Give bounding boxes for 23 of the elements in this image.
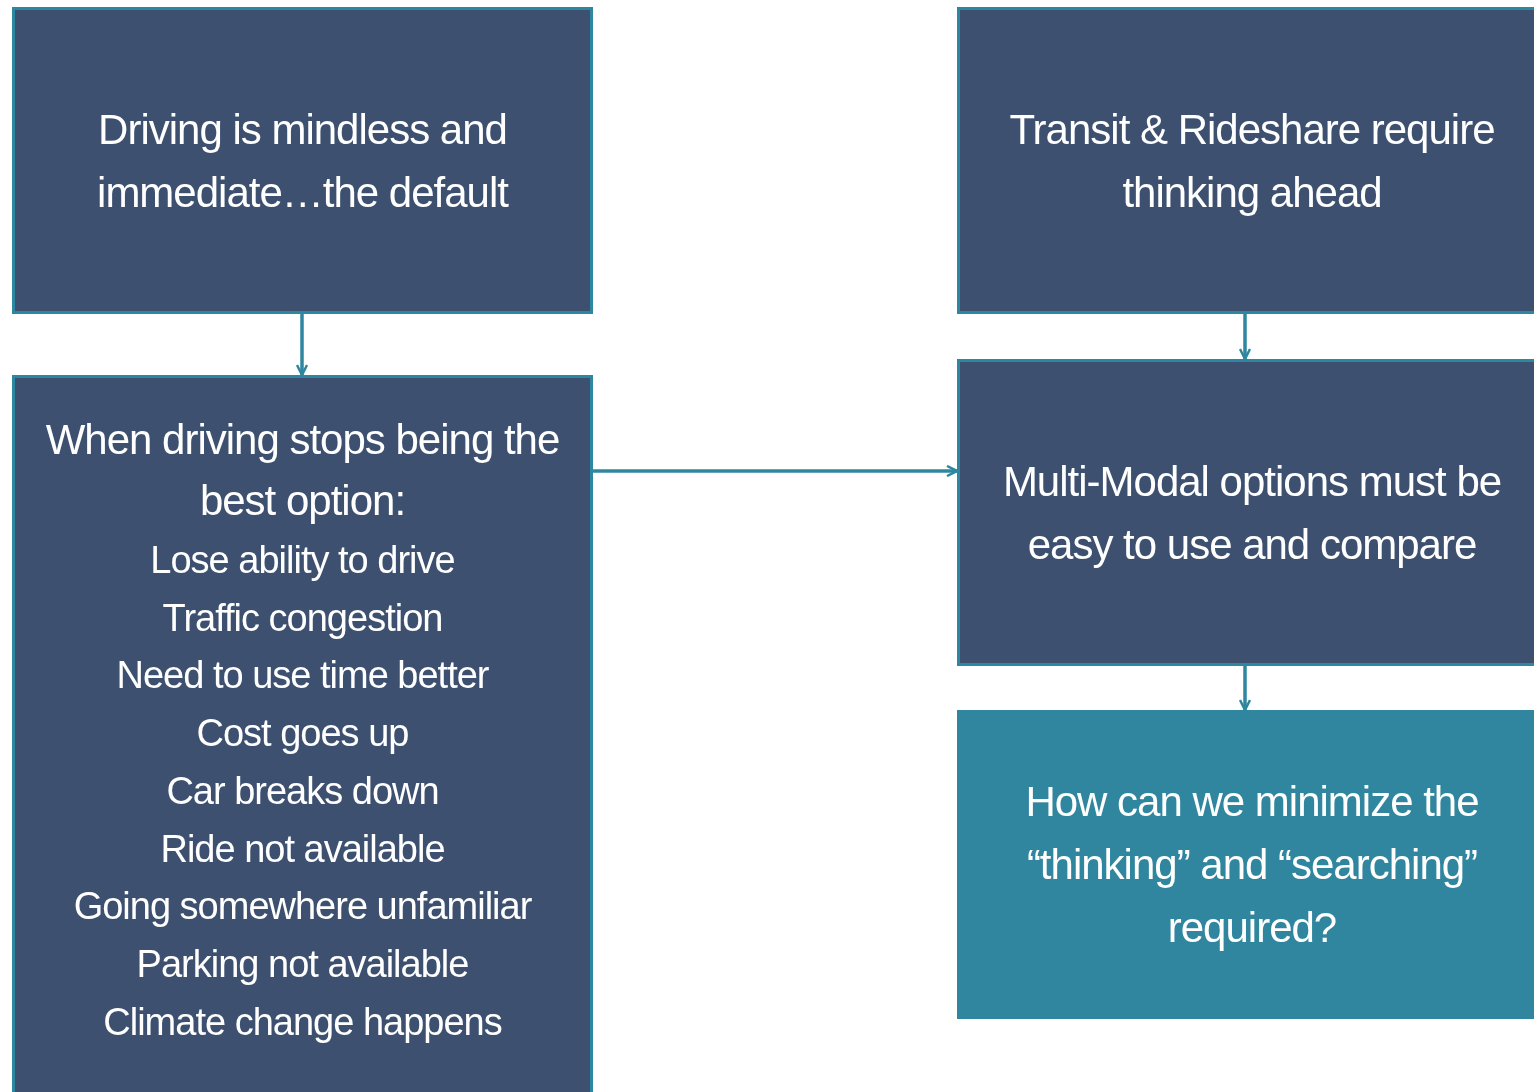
box-text: How can we minimize the “thinking” and “searching” required? xyxy=(1024,777,1480,953)
process-box xyxy=(957,359,1534,666)
arrow xyxy=(1238,666,1252,712)
process-box xyxy=(957,7,1534,314)
box-text: Driving is mindless and immediate…the default xyxy=(96,104,510,218)
box-text: When driving stops being the best option: xyxy=(44,415,561,526)
list-item: Going somewhere unfamiliar xyxy=(73,884,532,930)
list-item: Climate change happens xyxy=(103,999,502,1045)
arrow xyxy=(593,464,959,478)
list-item: Traffic congestion xyxy=(162,595,443,641)
box-text: Transit & Rideshare require thinking ahead xyxy=(1008,104,1496,218)
process-box xyxy=(12,375,593,1092)
arrow xyxy=(295,314,309,377)
list-item: Cost goes up xyxy=(196,711,409,757)
list-item: Need to use time better xyxy=(116,653,489,699)
question-box xyxy=(957,710,1534,1019)
box-text: Multi-Modal options must be easy to use and compare xyxy=(1001,456,1503,570)
process-box xyxy=(12,7,593,314)
list-item: Car breaks down xyxy=(166,768,439,814)
list-item: Lose ability to drive xyxy=(150,537,455,583)
list-item: Parking not available xyxy=(136,942,469,988)
arrow xyxy=(1238,314,1252,361)
list-item: Ride not available xyxy=(160,826,445,872)
